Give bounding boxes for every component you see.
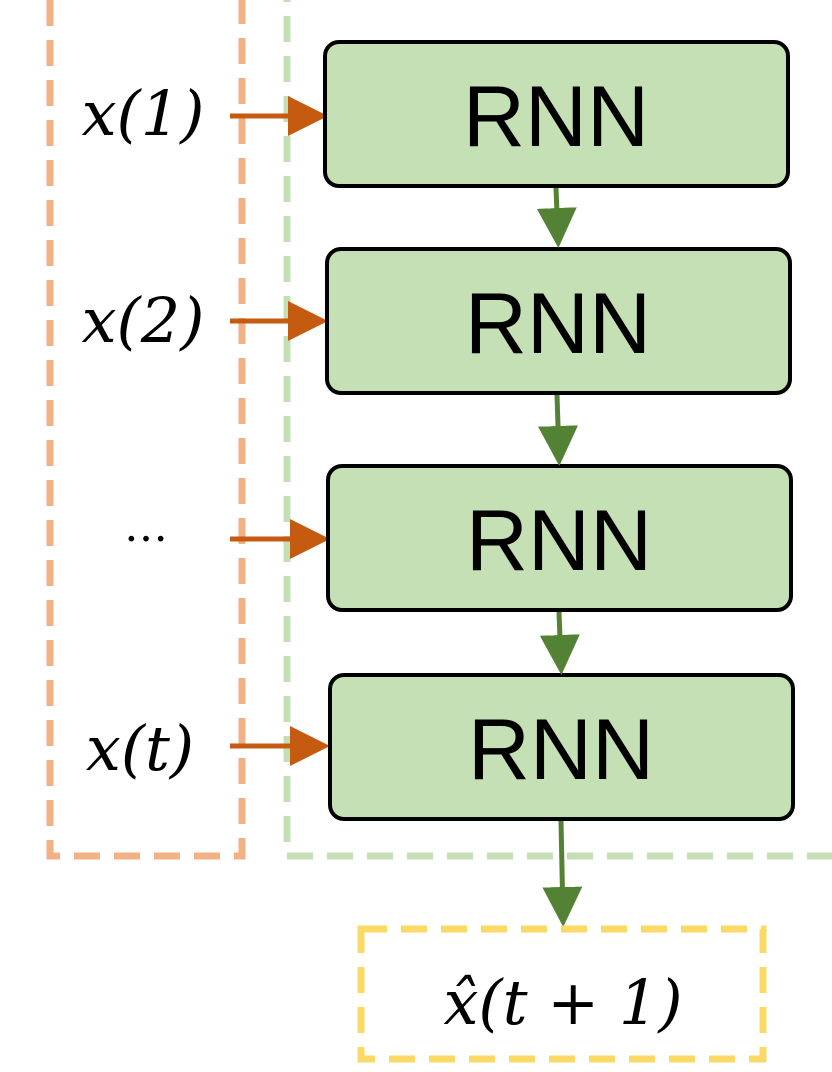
output-label: x̂(t + 1) — [443, 966, 682, 1039]
rnn-group-box — [283, 0, 832, 860]
rnn-block-label: RNN — [463, 69, 649, 165]
rnn-block-label: RNN — [466, 493, 652, 589]
rnn-block-3: RNN — [326, 464, 793, 612]
input-label-1: x(1) — [82, 77, 205, 150]
flow-arrow-3-4 — [539, 611, 580, 675]
rnn-block-2: RNN — [325, 247, 792, 395]
flow-arrow-2-3 — [538, 394, 579, 466]
input-label-t: x(t) — [86, 712, 194, 785]
input-label-2: x(2) — [82, 284, 205, 357]
rnn-block-label: RNN — [465, 276, 651, 372]
input-label-ellipsis: … — [124, 501, 168, 552]
output-box — [357, 925, 767, 1063]
rnn-block-1: RNN — [323, 40, 790, 188]
rnn-block-label: RNN — [468, 702, 654, 798]
flow-arrow-4-output — [542, 820, 583, 927]
input-group-box — [46, 0, 246, 860]
flow-arrow-1-2 — [536, 187, 577, 248]
rnn-block-4: RNN — [328, 673, 795, 821]
